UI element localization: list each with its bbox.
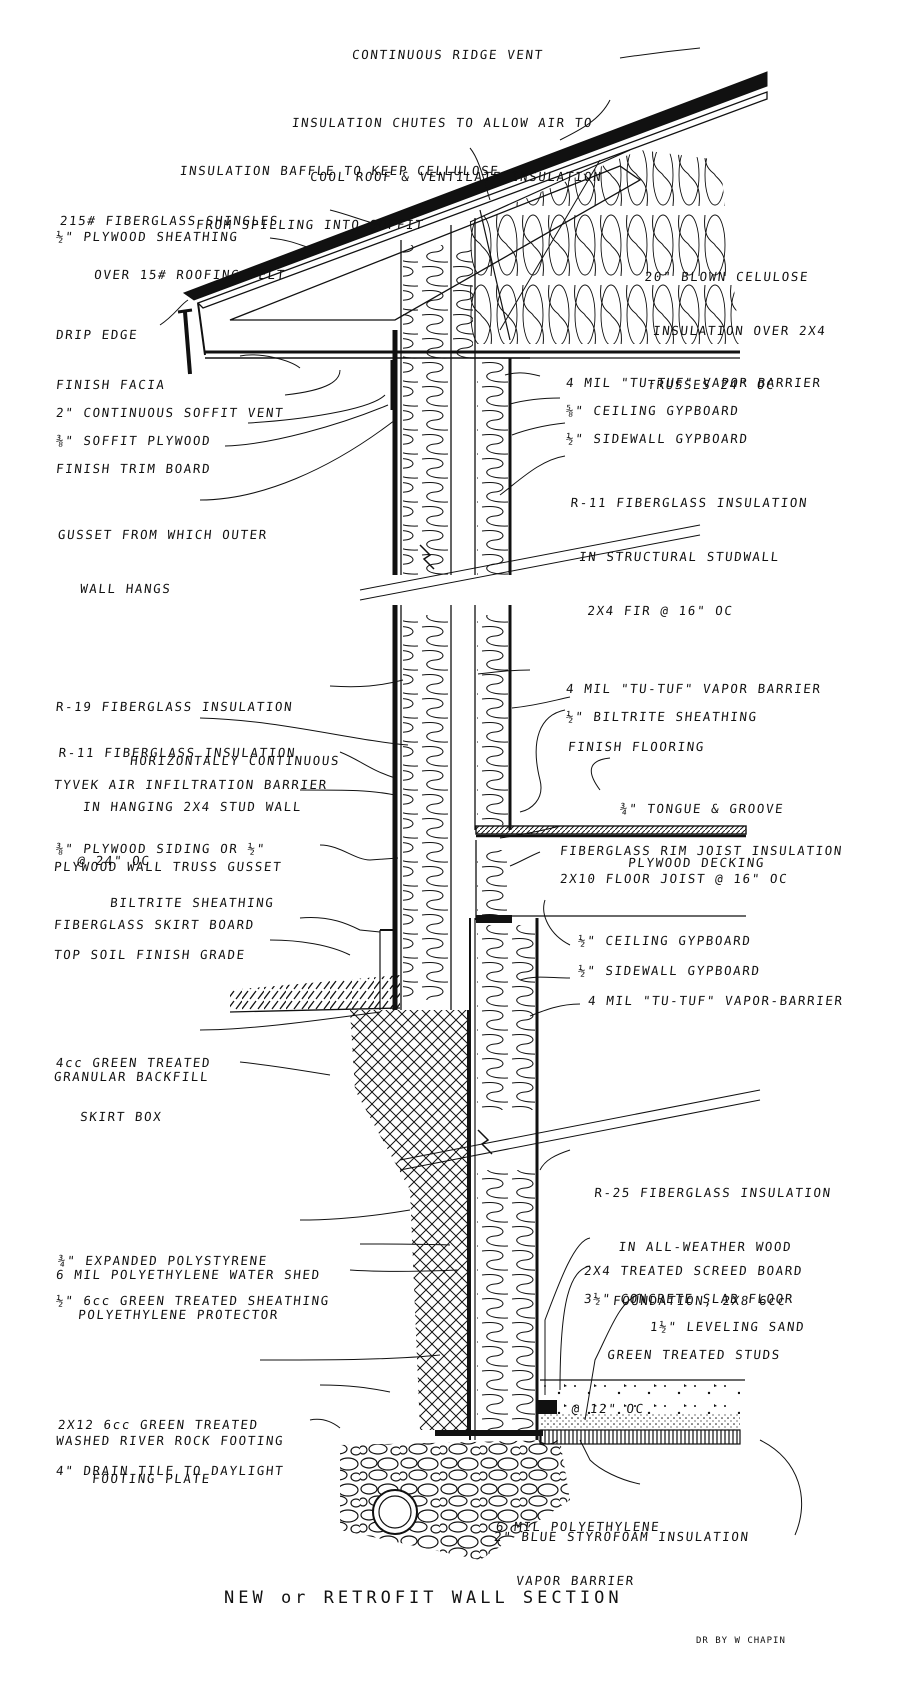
label-ceiling-gypboard-upper: ⅝" CEILING GYPBOARD [565, 402, 740, 420]
label-leveling-sand: 1½" LEVELING SAND [649, 1318, 806, 1336]
label-vapor-barrier-lower: 4 MIL "TU-TUF" VAPOR-BARRIER [587, 992, 844, 1010]
label-line: 2" BLUE STYROFOAM INSULATION [493, 1529, 751, 1544]
label-plywood-sheathing: ½" PLYWOOD SHEATHING [55, 228, 239, 246]
label-rim-joist: FIBERGLASS RIM JOIST INSULATION [559, 842, 844, 860]
label-line: WASHED RIVER ROCK FOOTING [55, 1433, 285, 1448]
label-drain-tile: 4" DRAIN TILE TO DAYLIGHT [55, 1462, 285, 1480]
label-sidewall-gypboard-lower: ½" SIDEWALL GYPBOARD [577, 962, 761, 980]
label-line: ½" BILTRITE SHEATHING [565, 709, 759, 724]
label-line: DRIP EDGE [55, 327, 139, 342]
label-soffit-vent: 2" CONTINUOUS SOFFIT VENT [55, 404, 285, 422]
label-biltrite-sheathing: ½" BILTRITE SHEATHING [565, 708, 759, 726]
label-line: R-11 FIBERGLASS INSULATION [569, 495, 809, 510]
label-sidewall-gypboard-upper: ½" SIDEWALL GYPBOARD [565, 430, 749, 448]
label-green-sheathing: ½" 6cc GREEN TREATED SHEATHING [55, 1292, 331, 1310]
label-line: ½" PLYWOOD SHEATHING [55, 229, 240, 244]
label-line: OVER 15# ROOFING FELT [93, 267, 287, 282]
label-line: CONTINUOUS RIDGE VENT [351, 47, 545, 62]
footing-and-slab [340, 1379, 745, 1560]
label-line: R-11 FIBERGLASS INSULATION [57, 745, 297, 760]
label-finish-trim-board: FINISH TRIM BOARD [55, 460, 212, 478]
label-line: 4 MIL "TU-TUF" VAPOR BARRIER [565, 375, 823, 390]
label-line: 6 MIL POLYETHYLENE WATER SHED [55, 1267, 322, 1282]
label-line: 2X10 FLOOR JOIST @ 16" OC [559, 871, 789, 886]
label-line: IN STRUCTURAL STUDWALL [578, 549, 781, 564]
label-concrete-slab: 3½" CONCRETE SLAB FLOOR [583, 1290, 795, 1308]
label-line: 3½" CONCRETE SLAB FLOOR [583, 1291, 795, 1306]
label-line: 2X4 FIR @ 16" OC [586, 603, 735, 618]
label-line: @ 12" OC [570, 1401, 646, 1416]
label-line: WALL HANGS [79, 581, 173, 596]
label-tyvek: TYVEK AIR INFILTRATION BARRIER [53, 776, 329, 794]
label-line: 4" DRAIN TILE TO DAYLIGHT [55, 1463, 285, 1478]
middle-wall [379, 605, 747, 1010]
label-line: ¾" TONGUE & GROOVE [619, 801, 785, 816]
label-line: ⅜" PLYWOOD SIDING OR ½" [55, 841, 267, 856]
label-line: ½" SIDEWALL GYPBOARD [577, 963, 762, 978]
label-line: GREEN TREATED STUDS [606, 1347, 782, 1362]
label-gusset: GUSSET FROM WHICH OUTER WALL HANGS [49, 490, 272, 616]
label-line: INSULATION OVER 2X4 [652, 323, 828, 338]
label-soffit-plywood: ⅜" SOFFIT PLYWOOD [55, 432, 212, 450]
drawing-title: NEW or RETROFIT WALL SECTION [224, 1588, 623, 1608]
label-line: ½" CEILING GYPBOARD [577, 933, 753, 948]
label-line: GUSSET FROM WHICH OUTER [57, 527, 269, 542]
label-water-shed: 6 MIL POLYETHYLENE WATER SHED [55, 1266, 322, 1284]
label-line: IN ALL-WEATHER WOOD [617, 1239, 793, 1254]
drafter-credit: DR BY W CHAPIN [696, 1636, 786, 1646]
label-r11-structural: R-11 FIBERGLASS INSULATION IN STRUCTURAL… [557, 458, 813, 638]
label-finish-facia: FINISH FACIA [55, 376, 166, 394]
label-screed-board: 2X4 TREATED SCREED BOARD [583, 1262, 804, 1280]
label-line: GRANULAR BACKFILL [53, 1069, 210, 1084]
label-river-rock: WASHED RIVER ROCK FOOTING [55, 1432, 285, 1450]
foundation-wall [399, 918, 761, 1440]
label-wall-truss-gusset: PLYWOOD WALL TRUSS GUSSET [53, 858, 283, 876]
label-line: 1½" LEVELING SAND [649, 1319, 806, 1334]
label-drip-edge: DRIP EDGE [55, 326, 139, 344]
earth-and-backfill [229, 975, 469, 1430]
label-line: ½" SIDEWALL GYPBOARD [565, 431, 750, 446]
label-blue-styrofoam: 2" BLUE STYROFOAM INSULATION [493, 1528, 750, 1546]
attic-insulation [470, 150, 740, 359]
upper-wall [359, 218, 701, 601]
label-line: FIBERGLASS SKIRT BOARD [53, 917, 256, 932]
label-line: ⅜" SOFFIT PLYWOOD [55, 433, 212, 448]
label-line: R-25 FIBERGLASS INSULATION [593, 1185, 833, 1200]
label-ridge-vent: CONTINUOUS RIDGE VENT [351, 46, 545, 64]
label-line: PLYWOOD WALL TRUSS GUSSET [53, 859, 283, 874]
label-line: ⅝" CEILING GYPBOARD [565, 403, 741, 418]
label-line: 20" BLOWN CELULOSE [643, 269, 810, 284]
label-line: 4 MIL "TU-TUF" VAPOR BARRIER [565, 681, 823, 696]
label-line: TOP SOIL FINISH GRADE [53, 947, 247, 962]
label-top-soil: TOP SOIL FINISH GRADE [53, 946, 247, 964]
label-line: TYVEK AIR INFILTRATION BARRIER [53, 777, 329, 792]
label-line: FINISH FLOORING [567, 739, 706, 754]
label-line: 4 MIL "TU-TUF" VAPOR-BARRIER [587, 993, 845, 1008]
label-skirt-board: FIBERGLASS SKIRT BOARD [53, 916, 256, 934]
label-line: FIBERGLASS RIM JOIST INSULATION [559, 843, 844, 858]
label-vapor-barrier-middle: 4 MIL "TU-TUF" VAPOR BARRIER [565, 680, 822, 698]
label-line: BILTRITE SHEATHING [109, 895, 276, 910]
label-granular-backfill: GRANULAR BACKFILL [53, 1068, 210, 1086]
label-line: FINISH FACIA [55, 377, 167, 392]
label-line: SKIRT BOX [79, 1109, 164, 1124]
label-floor-joist: 2X10 FLOOR JOIST @ 16" OC [559, 870, 789, 888]
label-line: 2X4 TREATED SCREED BOARD [583, 1263, 804, 1278]
label-ceiling-gypboard-lower: ½" CEILING GYPBOARD [577, 932, 752, 950]
label-line: FINISH TRIM BOARD [55, 461, 212, 476]
label-line: 2" CONTINUOUS SOFFIT VENT [55, 405, 285, 420]
label-vapor-barrier-upper: 4 MIL "TU-TUF" VAPOR BARRIER [565, 374, 822, 392]
leader-lines [159, 47, 802, 1536]
label-line: ½" 6cc GREEN TREATED SHEATHING [55, 1293, 331, 1308]
label-finish-flooring: FINISH FLOORING [567, 738, 706, 756]
roof-assembly [177, 71, 768, 375]
